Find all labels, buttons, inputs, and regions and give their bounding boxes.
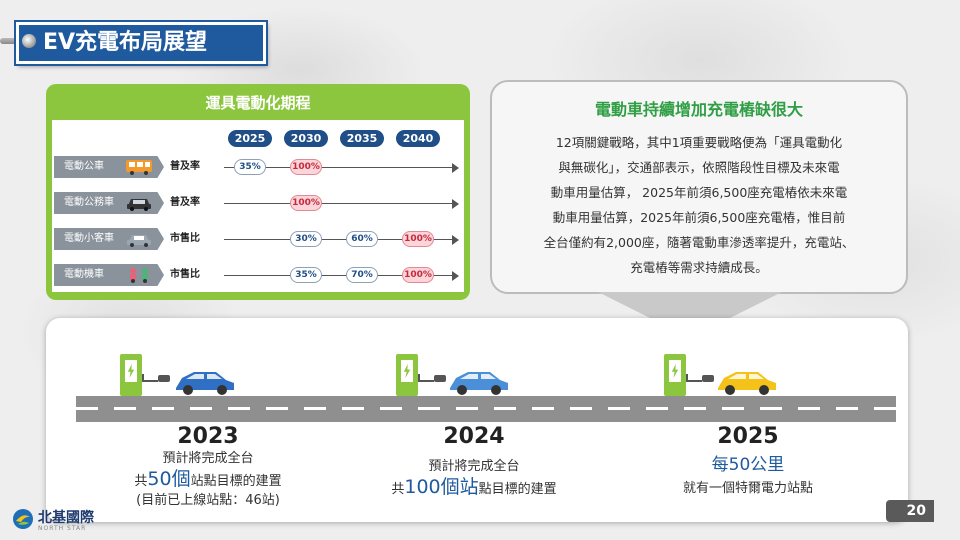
info-paragraph-line: 動車用量估算，2025年前須6,500座充電樁，惟目前 <box>552 210 846 225</box>
bus-icon <box>126 160 152 175</box>
charger-station-icon <box>664 354 686 396</box>
milestone-pill: 70% <box>346 267 378 283</box>
ev-car-icon <box>718 372 776 395</box>
milestone-year: 2023 <box>177 424 239 449</box>
milestone-highlight: 50個 <box>147 468 191 490</box>
title-pin-icon <box>22 34 36 48</box>
company-logo-icon <box>13 509 33 529</box>
schedule-table: 2025 2030 2035 2040 電動公車 普及率 35% 100% 電動… <box>52 120 464 292</box>
milestone-highlight: 100個站 <box>404 476 479 498</box>
milestone-pill: 60% <box>346 231 378 247</box>
vehicle-label: 電動機車 <box>54 264 164 286</box>
electrification-schedule-panel: 運具電動化期程 2025 2030 2035 2040 電動公車 普及率 35%… <box>46 84 470 300</box>
timeline-arrow <box>224 167 454 168</box>
milestone-pill: 35% <box>234 159 266 175</box>
charger-station-icon <box>120 354 142 396</box>
road <box>76 396 896 422</box>
milestone-year: 2024 <box>443 424 505 449</box>
page-number: 20 <box>886 500 934 522</box>
timeline-arrow <box>224 275 454 276</box>
timeline-arrow <box>224 203 454 204</box>
schedule-header: 運具電動化期程 <box>205 94 311 112</box>
milestone-text: (目前已上線站點：46站) <box>136 493 280 508</box>
milestone-pill: 100% <box>290 159 322 175</box>
scooter-icon <box>130 268 148 283</box>
passenger-car-icon <box>127 235 151 247</box>
info-paragraph-line: 全台僅約有2,000座，隨著電動車滲透率提升，充電站、 <box>543 235 855 250</box>
charger-cable <box>686 374 702 382</box>
vehicle-metric: 普及率 <box>170 197 200 208</box>
official-car-icon <box>127 199 151 211</box>
milestone-text: 共50個站點目標的建置 <box>134 468 282 490</box>
charger-cable <box>418 374 434 382</box>
milestone-highlight: 每50公里 <box>711 455 785 475</box>
charger-cable <box>142 374 158 382</box>
timeline-arrow <box>224 239 454 240</box>
info-paragraph-line: 12項關鍵戰略，其中1項重要戰略便為「運具電動化 <box>555 135 843 150</box>
vehicle-metric: 市售比 <box>170 269 200 280</box>
milestone-text: 共100個站點目標的建置 <box>391 476 557 498</box>
info-title: 電動車持續增加充電樁缺很大 <box>594 100 803 119</box>
year-badge-2025: 2025 <box>228 130 272 147</box>
info-paragraph-line: 充電樁等需求持續成長。 <box>630 260 768 275</box>
milestone-text: 預計將完成全台 <box>162 451 254 466</box>
info-paragraph-line: 與無碳化」，交通部表示，依照階段性目標及未來電 <box>558 160 840 175</box>
vehicle-metric: 市售比 <box>170 233 200 244</box>
arrow-head-icon <box>452 235 459 245</box>
schedule-row-passenger-car: 電動小客車 市售比 30% 60% 100% <box>52 228 460 252</box>
charging-demand-panel: 電動車持續增加充電樁缺很大 12項關鍵戰略，其中1項重要戰略便為「運具電動化 與… <box>490 80 908 294</box>
rollout-timeline-panel: 2023 預計將完成全台 共50個站點目標的建置 (目前已上線站點：46站) 2… <box>46 318 908 522</box>
milestone-pill: 35% <box>290 267 322 283</box>
company-subtitle: NORTH STAR <box>38 525 87 532</box>
charger-plug-icon <box>702 375 714 382</box>
year-badge-2030: 2030 <box>284 130 328 147</box>
ev-car-icon <box>450 372 508 395</box>
info-paragraph-line: 動車用量估算， 2025年前須6,500座充電樁依未來電 <box>550 185 848 200</box>
milestone-text: 預計將完成全台 <box>428 459 520 474</box>
schedule-row-bus: 電動公車 普及率 35% 100% <box>52 156 460 180</box>
arrow-head-icon <box>452 163 459 173</box>
arrow-head-icon <box>452 271 459 281</box>
milestone-pill: 30% <box>290 231 322 247</box>
milestone-pill: 100% <box>402 267 434 283</box>
vehicle-metric: 普及率 <box>170 161 200 172</box>
year-badge-2040: 2040 <box>396 130 440 147</box>
charger-plug-icon <box>158 375 170 382</box>
schedule-row-official-car: 電動公務車 普及率 100% <box>52 192 460 216</box>
year-badge-2035: 2035 <box>340 130 384 147</box>
arrow-head-icon <box>452 199 459 209</box>
ev-car-icon <box>176 372 234 395</box>
road-lane-markings <box>76 407 896 410</box>
charger-station-icon <box>396 354 418 396</box>
milestone-pill: 100% <box>402 231 434 247</box>
schedule-row-scooter: 電動機車 市售比 35% 70% 100% <box>52 264 460 288</box>
milestone-year: 2025 <box>717 424 779 449</box>
milestone-text: 就有一個特爾電力站點 <box>682 481 813 496</box>
company-name: 北基國際 <box>38 510 94 526</box>
page-title: EV充電布局展望 <box>16 22 266 64</box>
milestone-pill: 100% <box>290 195 322 211</box>
charger-plug-icon <box>434 375 446 382</box>
